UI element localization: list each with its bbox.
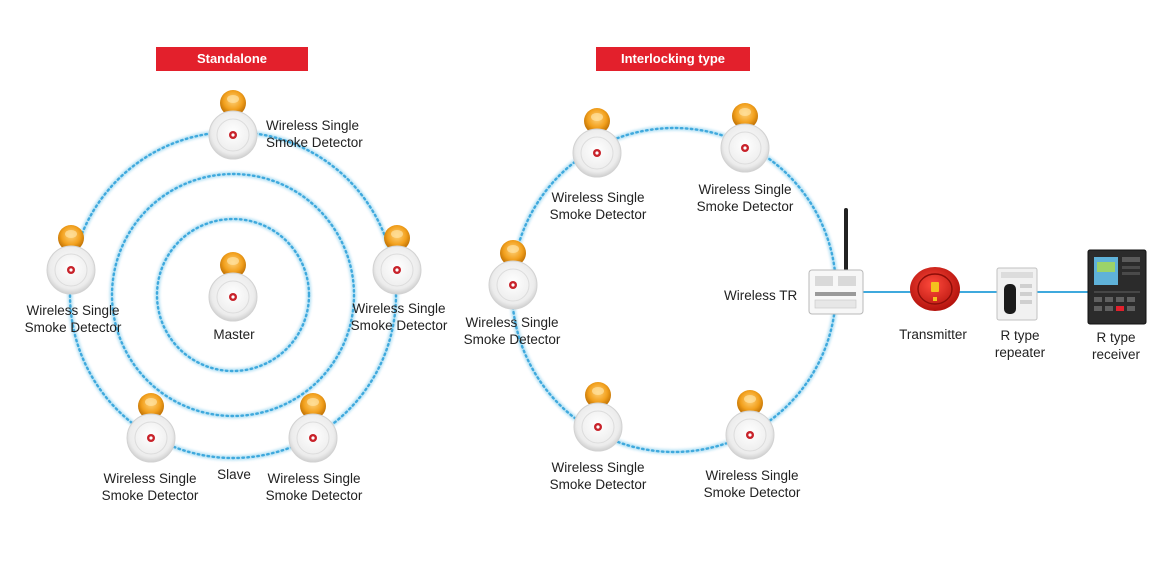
smoke-detector-icon <box>488 239 538 310</box>
ring-middle <box>109 171 357 419</box>
repeater-icon <box>996 267 1038 321</box>
smoke-detector-icon <box>725 389 775 460</box>
label-line1: Wireless Single <box>26 303 120 318</box>
repeater-label: R type repeater <box>982 327 1058 361</box>
receiver-label: R type receiver <box>1080 329 1152 363</box>
standalone-detector-label-top: Wireless Single Smoke Detector <box>266 117 363 151</box>
smoke-detector-icon <box>573 381 623 452</box>
slave-label: Slave <box>217 467 251 482</box>
interlocking-header: Interlocking type <box>596 47 750 71</box>
standalone-detector-label-right: Wireless Single Smoke Detector <box>343 300 455 334</box>
label-line2: Smoke Detector <box>463 332 561 347</box>
label-line2: Smoke Detector <box>703 485 801 500</box>
label-line1: Wireless Single <box>551 460 645 475</box>
master-label: Master <box>213 327 255 342</box>
label-line1: R type <box>1096 330 1136 345</box>
smoke-detector-icon <box>720 102 770 173</box>
wireless-tr-icon <box>808 208 864 315</box>
smoke-detector-icon <box>572 107 622 178</box>
label-line2: Smoke Detector <box>696 199 794 214</box>
label-line2: Smoke Detector <box>350 318 448 333</box>
label-line1: Wireless Single <box>352 301 446 316</box>
interlocking-detector-label-bottom-left: Wireless Single Smoke Detector <box>542 459 654 493</box>
standalone-detector-label-left: Wireless Single Smoke Detector <box>18 302 128 336</box>
transmitter-label: Transmitter <box>899 327 967 342</box>
smoke-detector-icon <box>46 224 96 295</box>
smoke-detector-icon <box>126 392 176 463</box>
standalone-header: Standalone <box>156 47 308 71</box>
interlocking-detector-label-bottom-right: Wireless Single Smoke Detector <box>696 467 808 501</box>
label-line1: Wireless Single <box>705 468 799 483</box>
transmitter-icon <box>910 267 960 311</box>
smoke-detector-icon <box>372 224 422 295</box>
label-line2: Smoke Detector <box>549 477 647 492</box>
wireless-tr-label: Wireless TR <box>724 288 798 303</box>
interlocking-detector-label-top-right: Wireless Single Smoke Detector <box>689 181 801 215</box>
standalone-detector-label-bottom-left: Wireless Single Smoke Detector <box>94 470 206 504</box>
label-line2: Smoke Detector <box>549 207 647 222</box>
label-line1: R type <box>1000 328 1040 343</box>
label-line2: Smoke Detector <box>24 320 122 335</box>
label-line1: Wireless Single <box>465 315 559 330</box>
standalone-detector-label-bottom-right: Wireless Single Smoke Detector <box>258 470 370 504</box>
interlocking-detector-label-top-left: Wireless Single Smoke Detector <box>542 189 654 223</box>
ring-inner <box>154 216 312 374</box>
smoke-detector-icon <box>208 89 258 160</box>
label-line2: receiver <box>1091 347 1140 362</box>
label-line2: Smoke Detector <box>265 488 363 503</box>
label-line2: Smoke Detector <box>101 488 199 503</box>
label-line1: Wireless Single <box>103 471 197 486</box>
smoke-detector-icon <box>208 251 258 322</box>
label-line1: Wireless Single <box>267 471 361 486</box>
interlocking-detector-label-left: Wireless Single Smoke Detector <box>456 314 568 348</box>
label-line1: Wireless Single <box>266 118 360 133</box>
label-line1: Wireless Single <box>698 182 792 197</box>
label-line2: Smoke Detector <box>266 135 363 150</box>
label-line2: repeater <box>994 345 1046 360</box>
receiver-panel-icon <box>1087 249 1147 325</box>
smoke-detector-icon <box>288 392 338 463</box>
label-line1: Wireless Single <box>551 190 645 205</box>
